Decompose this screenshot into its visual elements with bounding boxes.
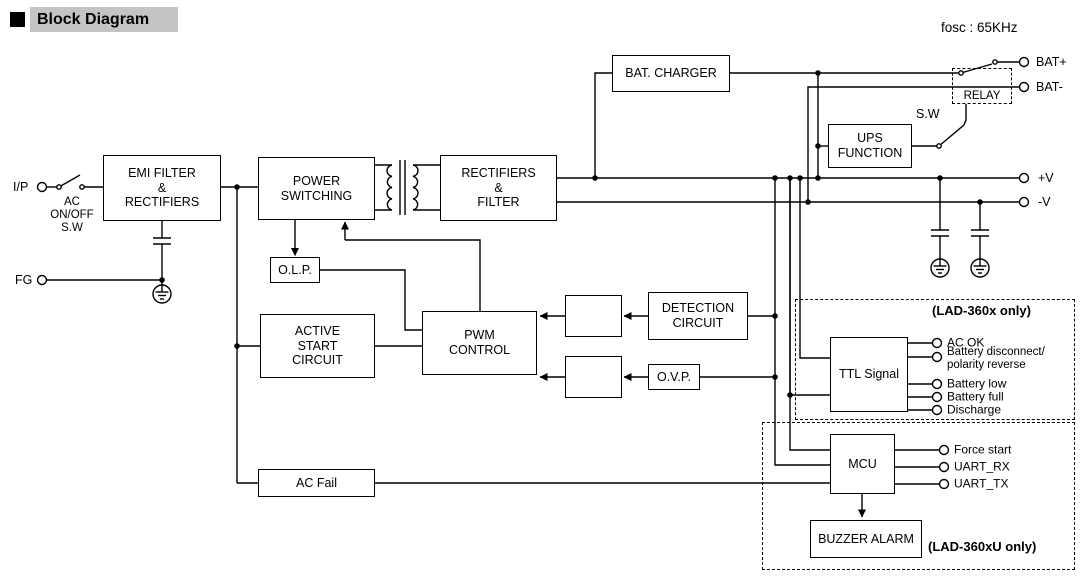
mcu-output-label: UART_TX [954,476,1009,491]
group-lad-360xu-label: (LAD-360xU only) [928,539,1037,554]
block-ovp: O.V.P. [648,364,700,390]
label-v-plus: +V [1038,171,1054,185]
ttl-output-label: Battery full [947,389,1004,404]
label-ac-onoff-sw: AC ON/OFF S.W [50,196,94,234]
ac-input-switch [46,174,103,190]
block-detection-circuit: DETECTION CIRCUIT [648,292,748,340]
group-lad-360x [795,299,1075,420]
label-bat-minus: BAT- [1036,80,1063,94]
relay-label: RELAY [963,90,1001,102]
transformer-icon [375,160,440,215]
output-capacitor-1 [931,178,949,259]
terminal-circles [36,56,1030,490]
ground-icon [970,258,990,278]
mcu-output-label: Force start [954,442,1012,457]
label-ip: I/P [13,180,29,194]
block-ac-fail: AC Fail [258,469,375,497]
block-ttl-signal: TTL Signal [830,337,908,412]
wires [36,56,1030,518]
label-v-minus: -V [1038,195,1051,209]
mcu-output-label: UART_RX [954,459,1010,474]
block-rectifiers-filter: RECTIFIERS & FILTER [440,155,557,221]
ttl-output-label: Discharge [947,402,1002,417]
block-active-start: ACTIVE START CIRCUIT [260,314,375,378]
ttl-output-label: Battery disconnect/ polarity reverse [947,346,1045,371]
block-pwm-control: PWM CONTROL [422,311,537,375]
block-bat-charger: BAT. CHARGER [612,55,730,92]
ttl-output-label: AC OK [947,335,985,350]
block-olp: O.L.P. [270,257,320,283]
title-bullet-square [10,12,25,27]
group-lad-360x-label: (LAD-360x only) [932,303,1031,318]
block-optocoupler-1 [565,295,622,337]
block-mcu: MCU [830,434,895,494]
block-ups-function: UPS FUNCTION [828,124,912,168]
label-bat-plus: BAT+ [1036,55,1067,69]
block-buzzer-alarm: BUZZER ALARM [810,520,922,558]
group-lad-360xu [762,422,1075,570]
junction-dots [159,70,983,398]
ground-icon [930,258,950,278]
block-optocoupler-2 [565,356,622,398]
sw-switch-icon [912,104,967,149]
block-emi-filter: EMI FILTER & RECTIFIERS [103,155,221,221]
relay-box: RELAY [952,68,1012,104]
output-capacitor-2 [971,202,989,259]
block-power-switching: POWER SWITCHING [258,157,375,220]
label-fg: FG [15,273,33,287]
page-title: Block Diagram [30,7,178,32]
ground-icon [152,284,172,304]
fosc-label: fosc : 65KHz [941,20,1018,35]
label-sw: S.W [916,107,940,121]
ttl-output-label: Battery low [947,376,1007,391]
